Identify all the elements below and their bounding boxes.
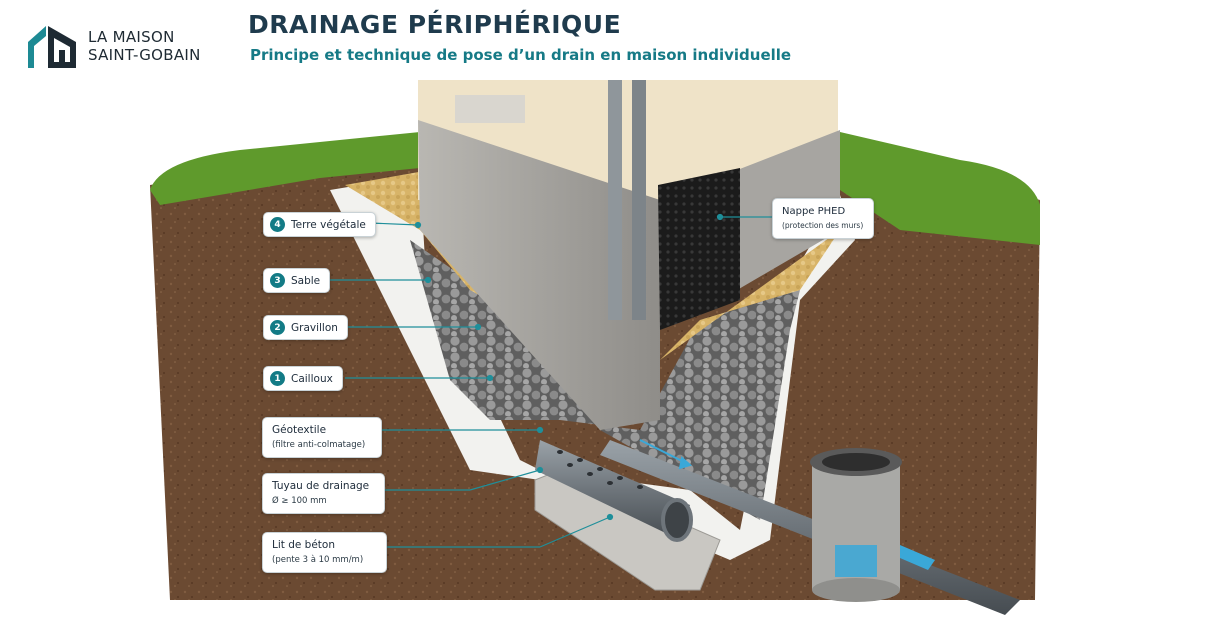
- callout-label: Gravillon: [291, 321, 338, 334]
- inspection-chamber: [810, 448, 935, 602]
- sand-band-right: [660, 230, 840, 360]
- step-badge: 2: [270, 320, 285, 335]
- step-badge: 3: [270, 273, 285, 288]
- water-flow-arrow-icon: [639, 439, 693, 470]
- page-subtitle: Principe et technique de pose d’un drain…: [250, 46, 792, 64]
- callout-sable: 3 Sable: [263, 268, 331, 293]
- callout-label: Lit de béton: [272, 539, 336, 551]
- outlet-pipe: [600, 440, 1020, 615]
- step-badge: 1: [270, 371, 285, 386]
- callout-detail: Ø ≥ 100 mm: [272, 496, 327, 506]
- nappe-membrane: [658, 168, 740, 330]
- downpipe: [608, 80, 622, 320]
- callout-label: Tuyau de drainage: [272, 480, 370, 492]
- downpipe-2: [632, 80, 646, 320]
- callout-label: Sable: [291, 274, 321, 287]
- callout-label: Nappe PHED: [782, 206, 846, 217]
- brand-logo: LA MAISON SAINT-GOBAIN: [26, 22, 201, 70]
- callout-geotextile: Géotextile (filtre anti-colmatage): [262, 417, 382, 458]
- callout-leaders: [330, 213, 772, 548]
- callout-detail: (filtre anti-colmatage): [272, 440, 366, 450]
- grass-left: [150, 132, 420, 205]
- foundation-wall: [418, 120, 660, 430]
- step-badge: 4: [270, 217, 285, 232]
- pipe-perforations: [557, 450, 643, 489]
- callout-detail: (pente 3 à 10 mm/m): [272, 555, 364, 565]
- callout-label: Cailloux: [291, 372, 333, 385]
- window-sill: [455, 95, 525, 123]
- callout-terre-vegetale: 4 Terre végétale: [263, 212, 376, 237]
- grass-right: [840, 132, 1040, 245]
- page-title: DRAINAGE PÉRIPHÉRIQUE: [248, 10, 622, 39]
- callout-lit-beton: Lit de béton (pente 3 à 10 mm/m): [262, 532, 387, 573]
- house-logo-icon: [28, 26, 76, 68]
- callout-nappe-phed: Nappe PHED (protection des murs): [772, 198, 874, 239]
- callout-tuyau-drainage: Tuyau de drainage Ø ≥ 100 mm: [262, 473, 385, 514]
- callout-cailloux: 1 Cailloux: [263, 366, 343, 391]
- callout-detail: (protection des murs): [782, 221, 864, 230]
- callout-label: Géotextile: [272, 424, 327, 436]
- drain-pipe: [535, 440, 690, 540]
- drain-pipe-end: [661, 498, 693, 542]
- brand-name-line2: SAINT-GOBAIN: [88, 46, 201, 64]
- callout-label: Terre végétale: [291, 218, 366, 231]
- brand-name-line1: LA MAISON: [88, 28, 175, 46]
- callout-gravillon: 2 Gravillon: [263, 315, 348, 340]
